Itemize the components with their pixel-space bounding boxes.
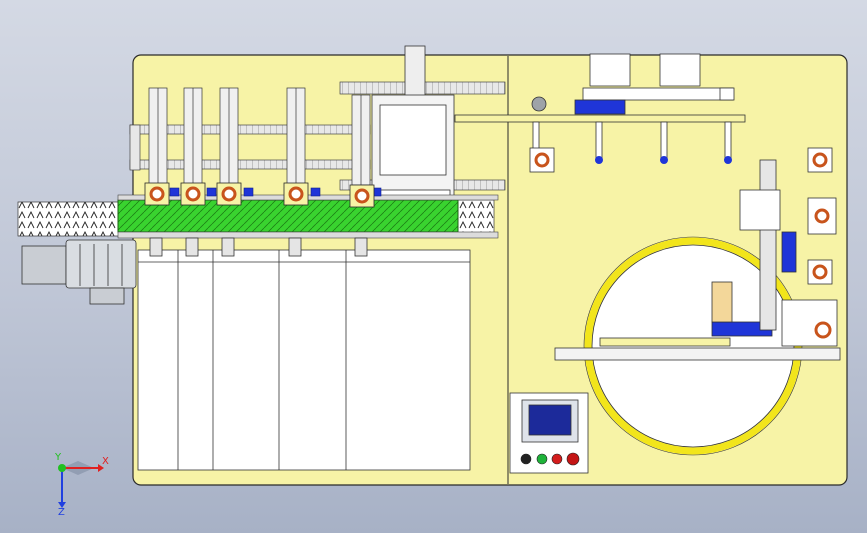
blue-sensors [169, 187, 382, 197]
drive-motor [21, 239, 137, 305]
axis-triad [58, 461, 104, 508]
lower-pushers [149, 237, 368, 257]
cabinet-outline [137, 249, 471, 471]
right-top-assembly [454, 53, 746, 123]
red-button [551, 453, 563, 465]
arm-assembly [554, 159, 841, 361]
control-buttons [520, 452, 580, 466]
x-axis-label-text: X [102, 456, 109, 467]
chain-conveyor-left [17, 201, 131, 237]
right-bearing-rings [534, 152, 830, 280]
y-axis-label-text: Y [55, 452, 62, 463]
bearing-rings [149, 186, 370, 204]
black-button [520, 453, 532, 465]
z-axis-label-text: Z [58, 507, 65, 518]
vertical-pickers [148, 87, 371, 186]
green-button [536, 453, 548, 465]
right-top-hangers [532, 121, 732, 161]
red-button-2 [566, 452, 580, 466]
conveyor-frame-bottom [117, 231, 499, 239]
